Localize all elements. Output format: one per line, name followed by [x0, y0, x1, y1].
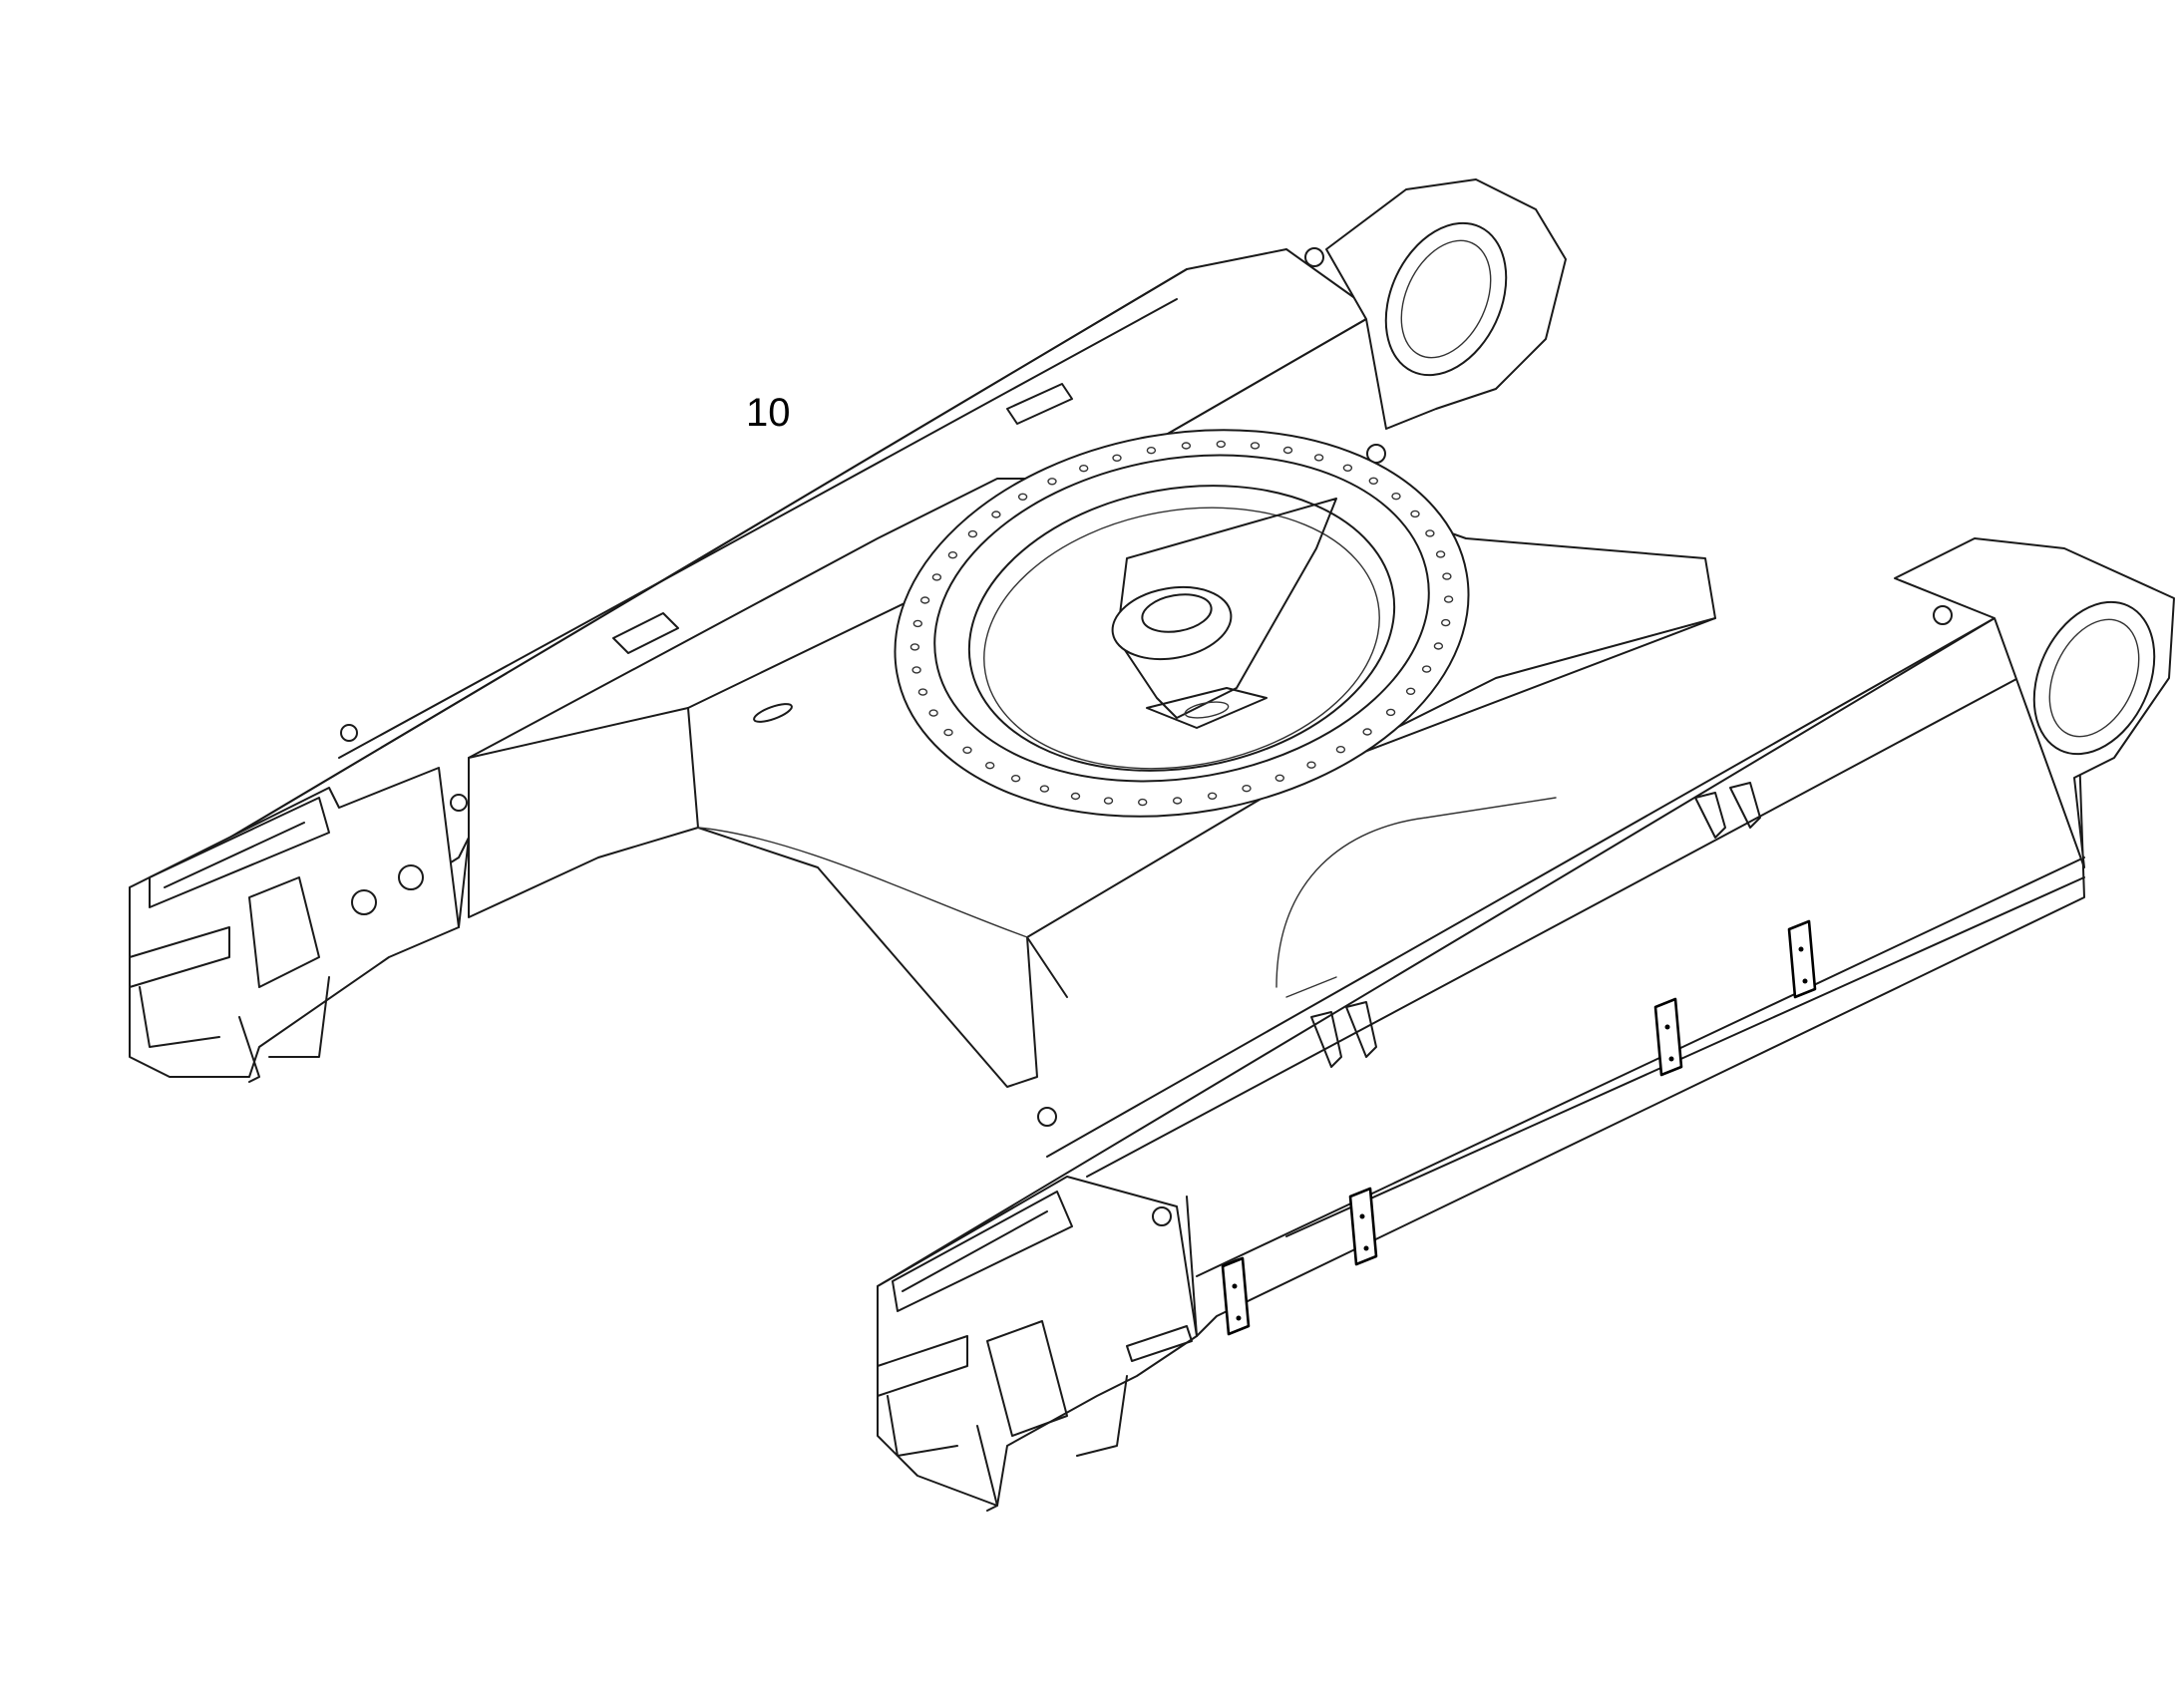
bolt-hole: [1368, 477, 1379, 485]
bolt-hole: [1443, 595, 1454, 603]
bolt-hole: [967, 529, 978, 538]
bolt-hole: [1146, 447, 1157, 455]
bolt-hole: [1282, 446, 1293, 455]
bolt-hole: [1250, 442, 1261, 450]
bolt-hole: [1070, 792, 1081, 801]
bolt-hole: [1017, 493, 1028, 501]
bolt-hole: [1137, 798, 1148, 807]
bolt-hole: [1425, 529, 1435, 537]
bolt-hole: [1342, 464, 1353, 472]
right-side-frame: [877, 537, 2175, 1512]
bolt-hole: [909, 643, 920, 651]
bolt-hole: [1385, 708, 1396, 717]
bolt-hole: [1405, 687, 1416, 695]
bolt-hole: [1435, 550, 1446, 558]
bolt-hole: [991, 511, 1001, 518]
bolt-hole: [962, 746, 972, 754]
bolt-hole: [1362, 728, 1372, 736]
bolt-hole: [912, 619, 922, 628]
bolt-hole: [1421, 665, 1432, 673]
bolt-hole: [1274, 774, 1285, 782]
bolt-hole: [1335, 746, 1346, 754]
highlighted-parts: [1221, 919, 1817, 1336]
bolt-hole: [1440, 618, 1451, 627]
bolt-hole: [911, 666, 921, 674]
bolt-hole: [1172, 797, 1183, 805]
bolt-hole: [1010, 775, 1021, 783]
bolt-hole: [1410, 510, 1420, 518]
bolt-hole: [1306, 761, 1316, 769]
bolt-hole: [1433, 642, 1444, 650]
bolt-hole: [985, 762, 995, 770]
bolt-hole: [1313, 454, 1324, 462]
bolt-hole: [1216, 440, 1227, 449]
bolt-hole: [919, 596, 930, 604]
bolt-hole: [917, 688, 928, 696]
bolt-hole: [1442, 572, 1452, 580]
bolt-hole: [1078, 465, 1089, 473]
bolt-hole: [1181, 442, 1192, 450]
bolt-hole: [1103, 797, 1114, 805]
bolt-hole: [943, 728, 953, 737]
part-block: [1221, 1256, 1251, 1336]
swing-bearing-ring: [894, 429, 1470, 818]
bolt-hole: [931, 573, 942, 581]
bolt-hole: [1391, 493, 1401, 501]
callout-label: 10: [746, 391, 791, 435]
bolt-hole: [928, 709, 938, 717]
part-block: [1653, 997, 1683, 1077]
part-block: [1348, 1187, 1378, 1266]
bolt-hole: [1112, 454, 1122, 462]
bolt-hole: [1047, 478, 1057, 486]
bolt-hole: [1207, 792, 1218, 800]
bolt-hole: [1242, 785, 1252, 793]
bolt-hole: [1039, 785, 1050, 793]
part-block: [1787, 919, 1817, 999]
bolt-hole: [947, 551, 958, 559]
